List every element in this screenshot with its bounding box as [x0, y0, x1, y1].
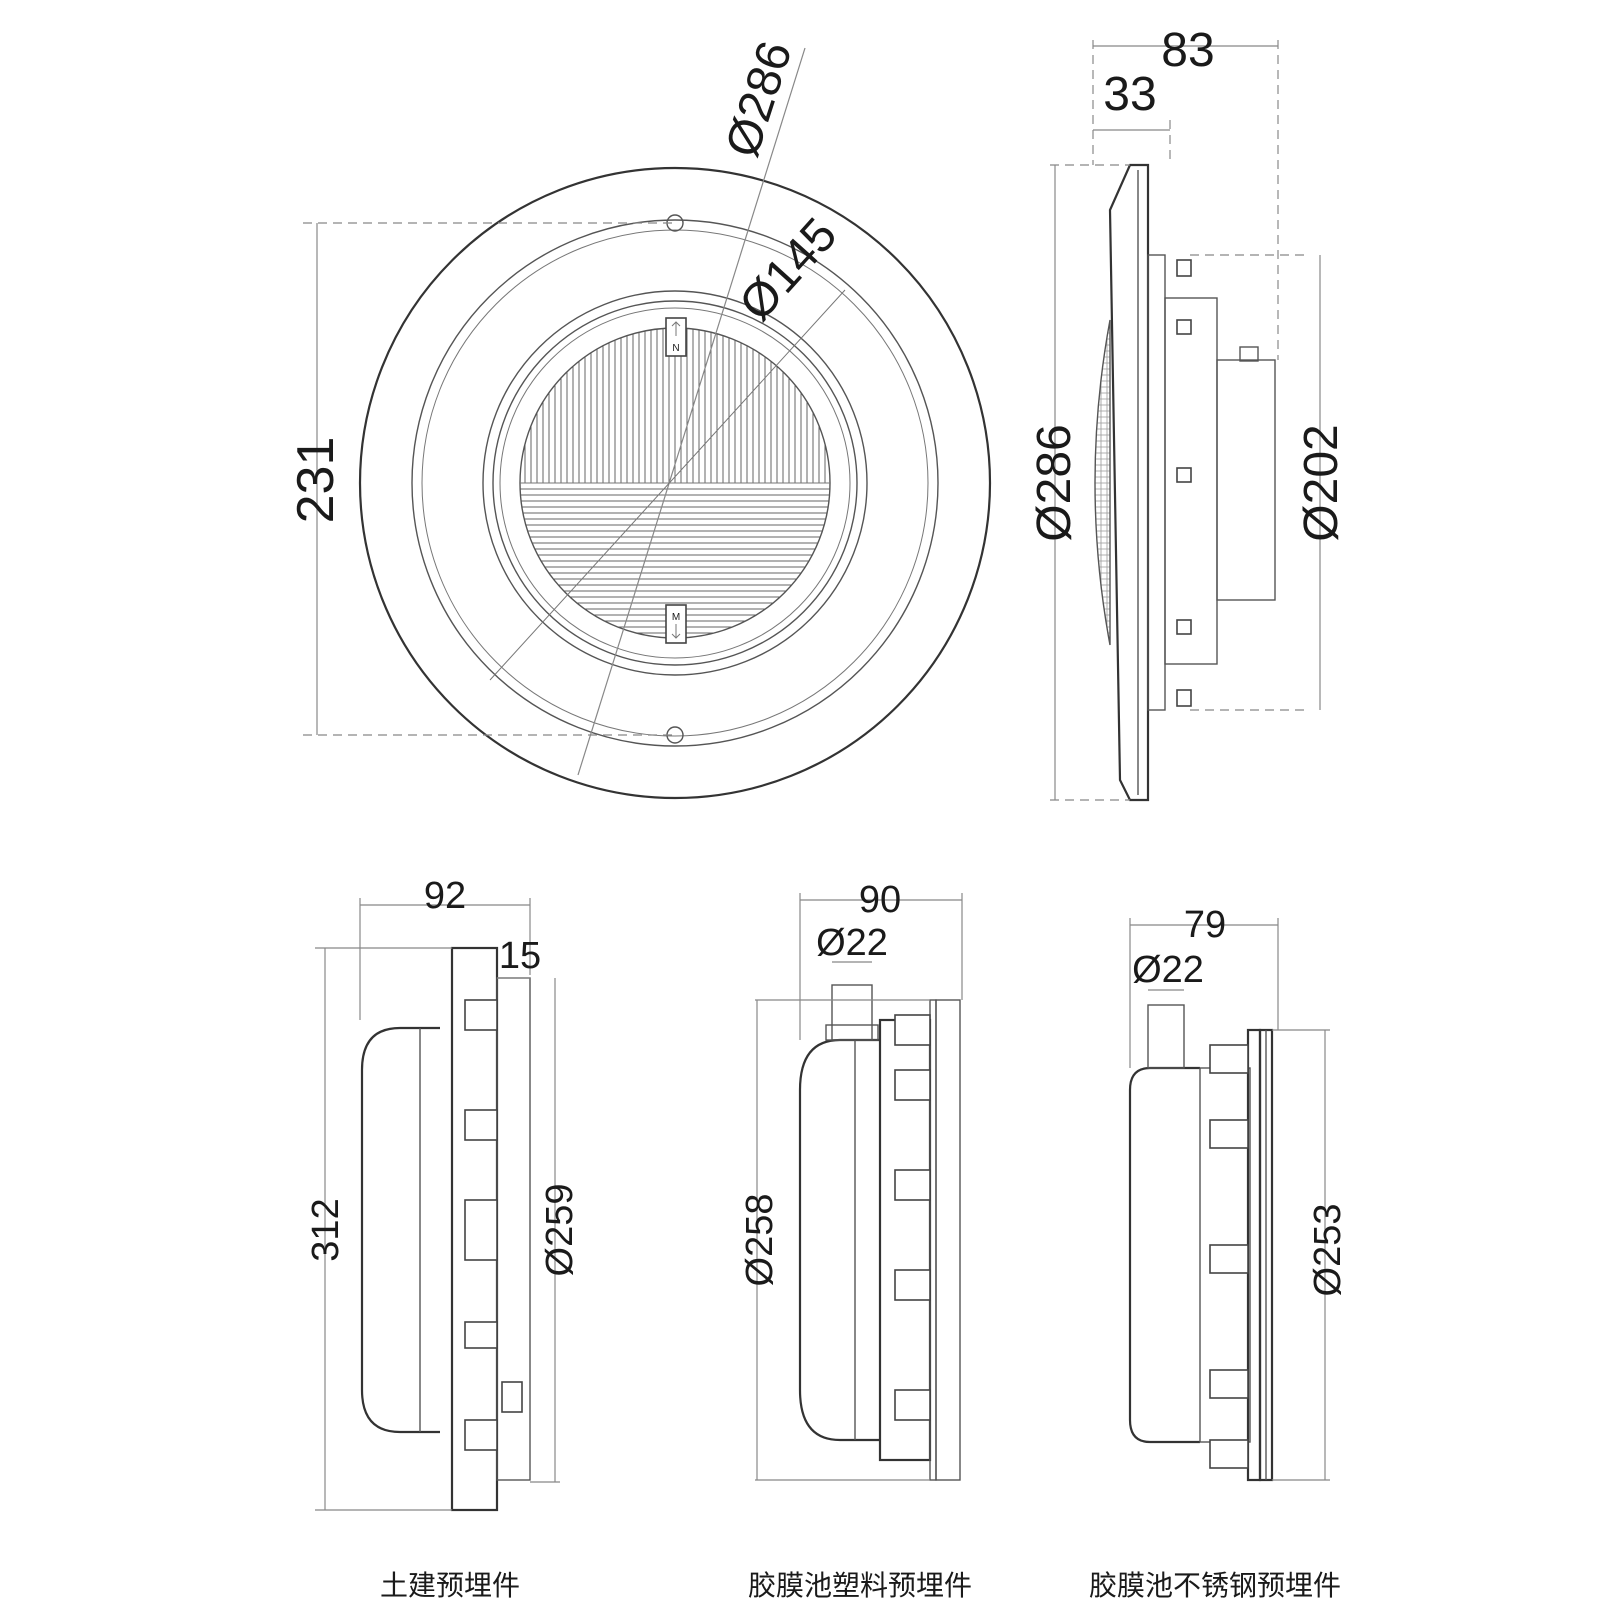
caption-liner-steel: 胶膜池不锈钢预埋件 [1089, 1569, 1341, 1600]
diameter-leader-line [577, 47, 806, 776]
front-lens-ring-b [492, 300, 858, 666]
side-cable-gland [1239, 346, 1259, 362]
dim-plastic-conduit: Ø22 [816, 922, 888, 964]
side-back-body [1216, 359, 1276, 601]
dim-steel-conduit: Ø22 [1132, 949, 1204, 991]
niche-plastic-bolts [894, 1014, 931, 1421]
north-marker [665, 317, 687, 357]
dim-plastic-diameter: Ø258 [739, 1194, 781, 1287]
dim-side-body-diameter: Ø202 [1295, 424, 1348, 541]
side-housing-step [1147, 254, 1166, 711]
dim-side-flange-depth: 33 [1103, 68, 1156, 121]
dim-civil-diameter: Ø259 [539, 1184, 581, 1277]
dim-steel-diameter: Ø253 [1307, 1204, 1349, 1297]
dim-steel-depth: 79 [1184, 904, 1226, 946]
caption-liner-plastic: 胶膜池塑料预埋件 [748, 1569, 972, 1600]
niche-civil-body [360, 1026, 440, 1434]
side-lens-dome [1094, 319, 1111, 646]
niche-liner-plastic: 90 Ø22 Ø258 胶膜池塑料预埋件 [739, 879, 972, 1600]
niche-steel-bolts [1209, 1044, 1249, 1469]
front-mid-ring [411, 219, 939, 747]
niche-plastic-body [798, 1038, 880, 1442]
niche-liner-steel: 79 Ø22 Ø253 胶膜池不锈钢预埋件 [1089, 904, 1349, 1600]
dim-front-height: 231 [287, 437, 345, 524]
south-mark-label: M [672, 612, 680, 623]
side-flange [1108, 163, 1150, 802]
niche-steel-conduit [1147, 1004, 1185, 1069]
dim-civil-depth: 92 [424, 875, 466, 917]
front-lens-ring [482, 290, 868, 676]
caption-civil: 土建预埋件 [380, 1569, 520, 1600]
niche-civil: 92 15 312 Ø259 土建预埋件 [305, 875, 581, 1600]
front-outer-ring [358, 166, 992, 800]
dim-civil-flange: 15 [499, 935, 541, 977]
dim-side-flange-diameter: Ø286 [1028, 424, 1081, 541]
niche-steel-body [1128, 1066, 1200, 1444]
dim-civil-height: 312 [305, 1198, 347, 1261]
front-view: N M 231 Ø286 Ø145 [287, 35, 992, 800]
front-lens-ring-c [499, 307, 851, 659]
front-inner-ring-a [421, 229, 929, 737]
niche-plastic-conduit [831, 984, 873, 1041]
side-bolts [1176, 259, 1192, 707]
niche-plastic-liner [935, 999, 961, 1481]
dim-side-total-depth: 83 [1161, 24, 1214, 77]
side-view: 83 33 Ø286 Ø202 [1028, 24, 1348, 802]
dim-plastic-depth: 90 [859, 879, 901, 921]
north-mark-label: N [672, 343, 679, 354]
